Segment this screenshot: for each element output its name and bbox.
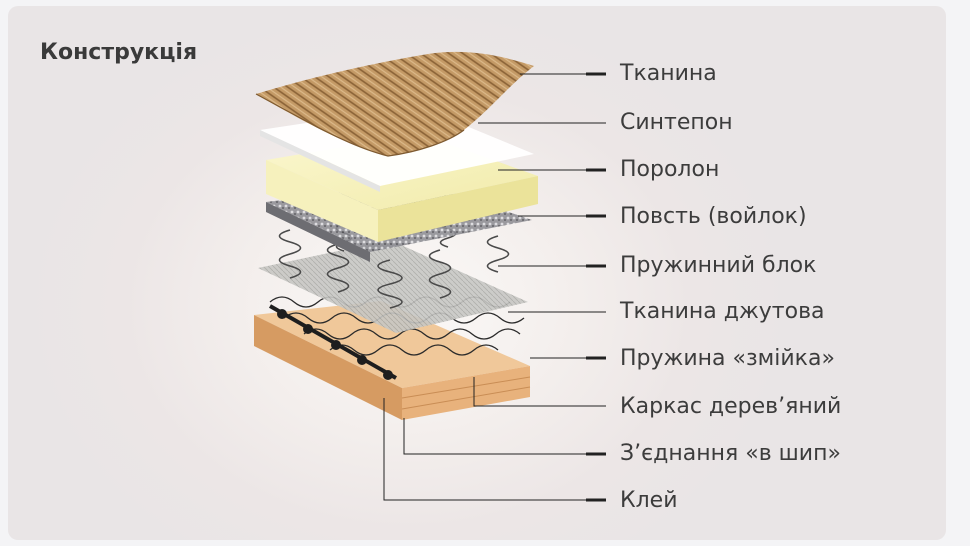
construction-panel: Конструкція: [8, 6, 946, 540]
label-wooden-frame: Каркас дерев’яний: [620, 394, 842, 419]
label-fabric: Тканина: [620, 61, 717, 86]
panel-title: Конструкція: [40, 40, 198, 65]
top-fabric: [255, 51, 534, 157]
jute-fabric: [258, 240, 528, 333]
label-synthetic: Синтепон: [620, 110, 733, 135]
leader-lines: [383, 72, 606, 502]
label-spring-block: Пружинний блок: [620, 253, 817, 278]
layers-illustration: [254, 51, 606, 502]
label-foam: Поролон: [620, 157, 720, 182]
label-jute-fabric: Тканина джутова: [620, 299, 825, 324]
label-joint: З’єднання «в шип»: [620, 441, 841, 466]
label-zigzag-spring: Пружина «змійка»: [620, 346, 835, 371]
label-felt: Повсть (войлок): [620, 204, 807, 229]
label-glue: Клей: [620, 488, 678, 513]
spring-clips: [277, 309, 393, 380]
